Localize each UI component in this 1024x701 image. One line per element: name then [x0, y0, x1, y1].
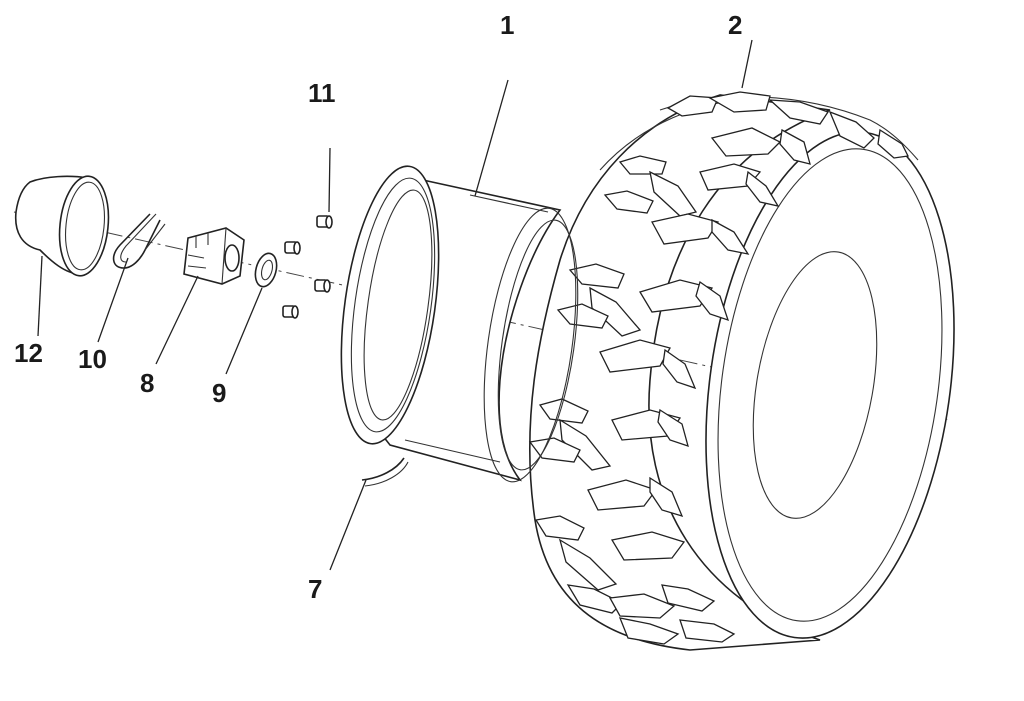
tread-lugs [528, 91, 909, 645]
leader-lines [37, 39, 753, 571]
part-8-castle-nut [183, 227, 245, 285]
part-10-cotter-pin [112, 213, 166, 269]
callout-10: 10 [78, 344, 107, 374]
wheel-rim [340, 165, 579, 483]
rim-outer-flange [340, 165, 440, 445]
part-9-washer [254, 252, 278, 288]
callout-11: 11 [308, 78, 336, 108]
callout-1: 1 [500, 10, 514, 40]
callout-8: 8 [140, 368, 154, 398]
tire-sidewall [705, 131, 955, 639]
part-12-hub-cap [14, 175, 110, 277]
tire [528, 91, 955, 651]
part-11-wheel-nuts [282, 215, 333, 319]
part-7-clip [361, 457, 405, 481]
callout-12: 12 [14, 338, 43, 368]
callout-2: 2 [728, 10, 742, 40]
wheel-face [752, 251, 878, 519]
callout-9: 9 [212, 378, 226, 408]
callout-7: 7 [308, 574, 322, 604]
